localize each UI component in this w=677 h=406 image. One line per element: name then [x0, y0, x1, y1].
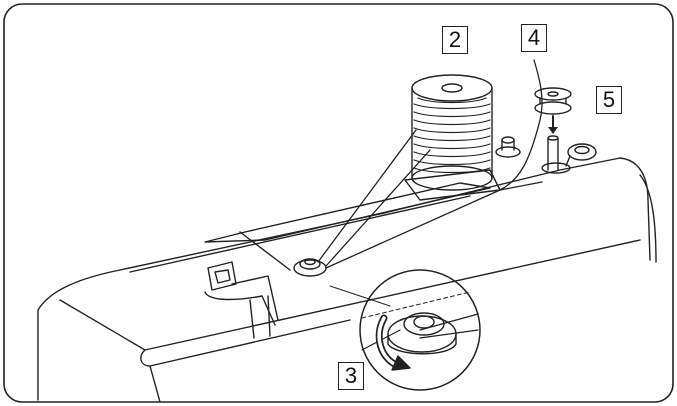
bobbin	[534, 87, 572, 115]
callout-3: 3	[338, 362, 364, 390]
thread-slot	[204, 182, 491, 243]
thread-guide	[204, 261, 279, 339]
machine-top-body	[37, 136, 657, 403]
spool-pin-post	[495, 136, 521, 158]
down-arrow-icon	[548, 115, 558, 134]
callout-2: 2	[442, 26, 468, 54]
bobbin-winder-spindle	[541, 135, 597, 174]
thread-spool	[411, 74, 493, 191]
thread-path	[317, 59, 543, 269]
callout-5: 5	[596, 86, 622, 114]
bobbin-winding-tension-disc	[293, 258, 327, 277]
diagram-frame	[3, 3, 674, 403]
callout-4: 4	[521, 24, 547, 52]
zoom-connector	[329, 285, 391, 307]
rotation-arrow-icon	[375, 314, 411, 371]
detail-magnifier	[359, 269, 481, 391]
